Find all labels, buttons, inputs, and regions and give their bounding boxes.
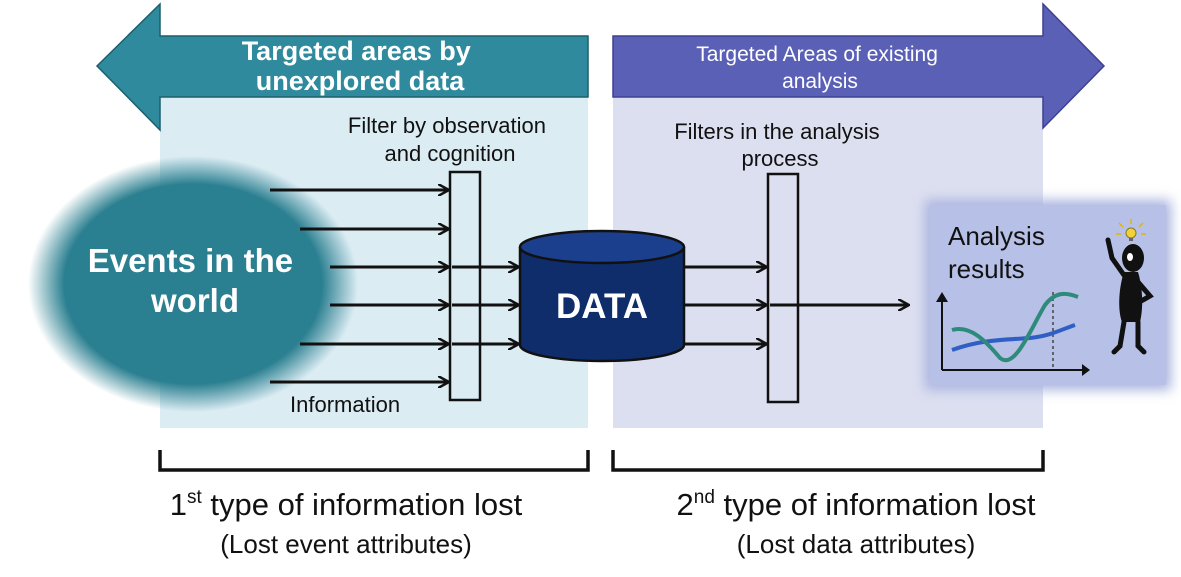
- analysis-filter-bar: [766, 172, 800, 404]
- right-banner-label: Targeted Areas of existing analysis: [696, 43, 944, 93]
- events-ellipse: [28, 156, 358, 412]
- analysis-chart-icon: [936, 291, 1090, 376]
- left-bracket: [158, 450, 590, 472]
- filter-analysis-label: Filters in the analysis process: [674, 119, 886, 171]
- lightbulb-icon: [1116, 219, 1146, 241]
- filter-observation-label: Filter by observation and cognition: [348, 113, 552, 166]
- data-arrows: [684, 267, 766, 344]
- observation-filter-bar: [448, 170, 482, 402]
- loss1-title: 1st type of information lost: [170, 487, 523, 522]
- data-label: DATA: [556, 287, 648, 326]
- thinking-person-icon: [1105, 237, 1154, 355]
- loss2-subtitle: (Lost data attributes): [737, 529, 975, 559]
- information-arrows: [270, 190, 448, 382]
- information-label: Information: [290, 392, 400, 417]
- analysis-results-label: Analysis results: [948, 221, 1052, 284]
- filtered-arrows: [452, 267, 518, 344]
- data-cylinder: [518, 229, 686, 363]
- events-label: Events in the world: [88, 242, 303, 319]
- loss1-subtitle: (Lost event attributes): [220, 529, 471, 559]
- right-bracket: [611, 450, 1045, 472]
- left-banner-label: Targeted areas by unexplored data: [242, 36, 479, 96]
- loss2-title: 2nd type of information lost: [677, 487, 1036, 522]
- right-banner-arrow: [612, 2, 1106, 130]
- left-banner-arrow: [95, 2, 589, 132]
